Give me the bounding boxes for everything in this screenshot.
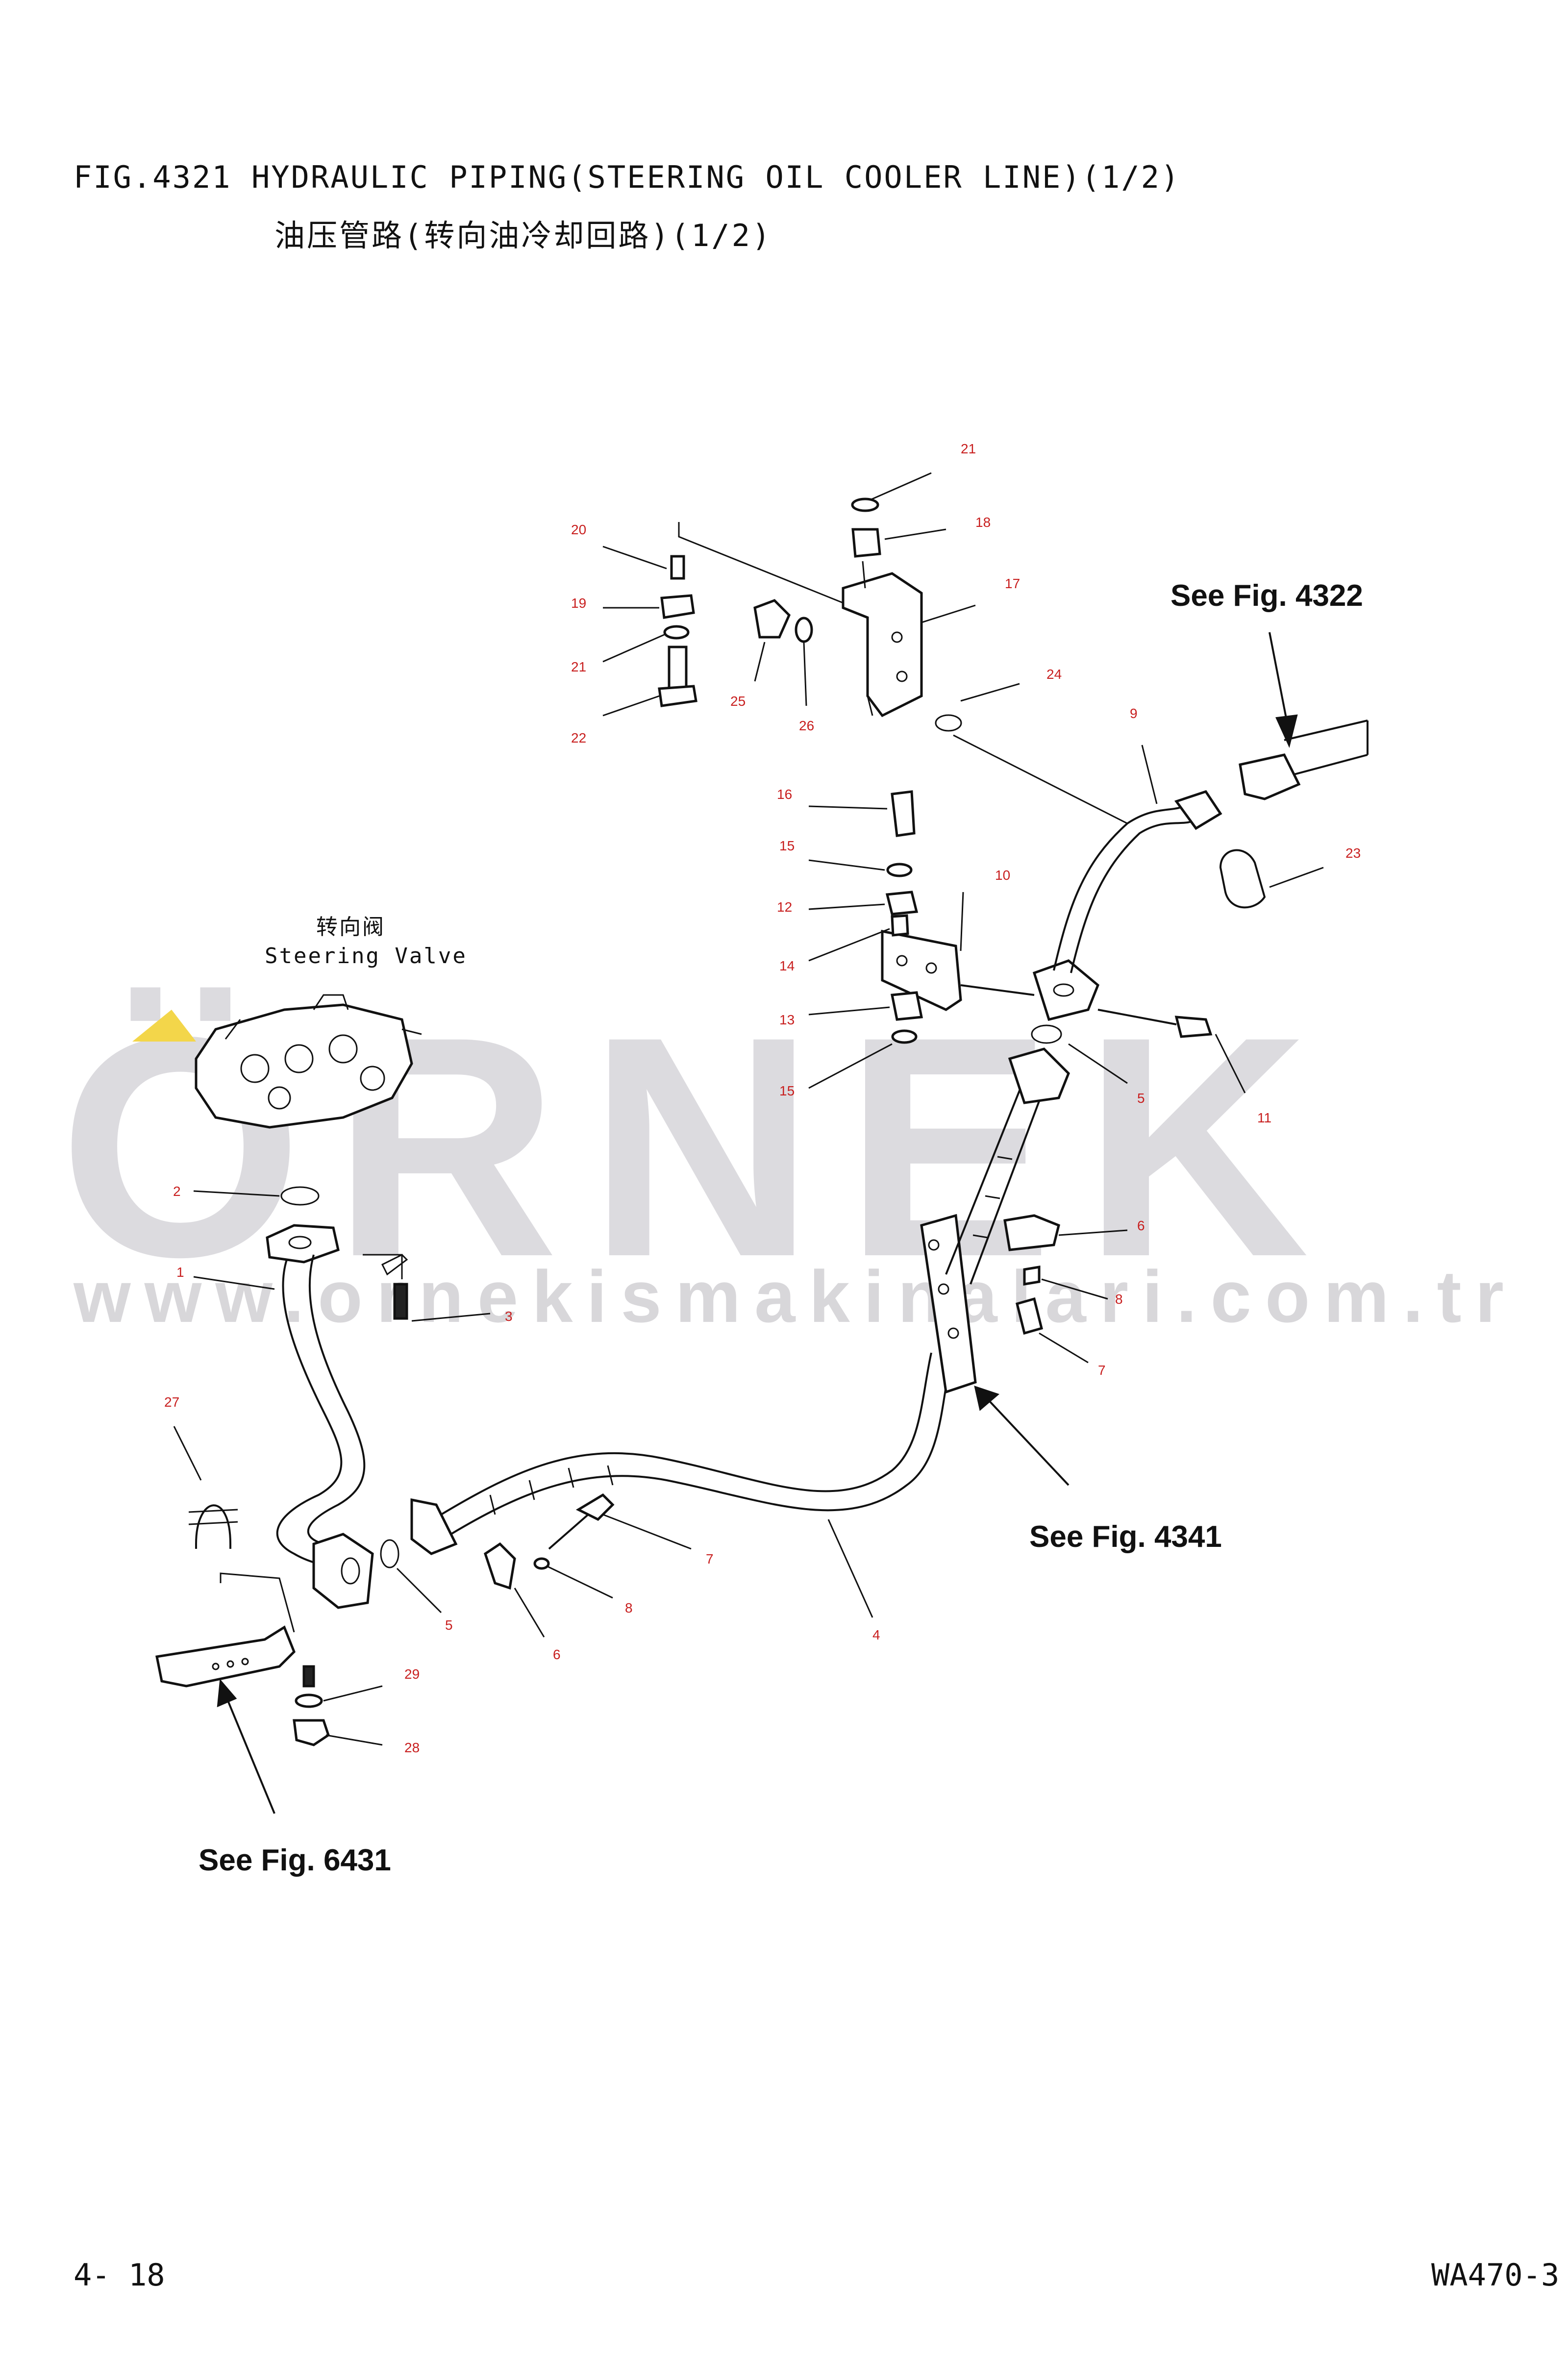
u-bolt-23 xyxy=(1219,849,1266,909)
nut-13 xyxy=(891,991,923,1021)
washer-15-upper xyxy=(886,863,913,877)
callout-21-top: 21 xyxy=(961,441,976,456)
page-number: 4- 18 xyxy=(74,2257,165,2293)
spacer-14 xyxy=(891,914,909,937)
reference-arrows xyxy=(217,632,1298,1814)
u-bolt-27 xyxy=(195,1504,231,1549)
callout-8-upper: 8 xyxy=(1115,1292,1123,1307)
spacer-20 xyxy=(670,555,685,580)
nut-12 xyxy=(885,891,919,916)
washer-29 xyxy=(295,1693,323,1708)
watermark-url: www.ornekismakinalari.com.tr xyxy=(74,1255,1518,1338)
flange-tube-1 xyxy=(266,1224,340,1264)
callout-26: 26 xyxy=(799,718,814,733)
callout-13: 13 xyxy=(779,1012,795,1027)
callout-numbers: 21 18 20 17 19 21 24 25 26 22 9 16 23 15… xyxy=(164,441,1361,1755)
machine-model: WA470-3 xyxy=(1431,2257,1560,2293)
bolt-11 xyxy=(1174,1016,1213,1038)
clamp-6-upper xyxy=(1003,1214,1060,1251)
callout-19: 19 xyxy=(571,596,586,611)
washer-21-left xyxy=(663,625,690,640)
figure-title-cn: 油压管路(转向油冷却回路)(1/2) xyxy=(274,218,772,253)
o-ring-5-lower xyxy=(380,1539,399,1568)
o-ring-24 xyxy=(935,714,962,732)
nut-28 xyxy=(293,1719,330,1746)
callout-12: 12 xyxy=(777,899,792,915)
figure-title-en: FIG.4321 HYDRAULIC PIPING(STEERING OIL C… xyxy=(74,159,1181,195)
steering-valve xyxy=(195,994,422,1129)
callout-25: 25 xyxy=(730,694,746,709)
o-ring-2 xyxy=(280,1186,320,1206)
nut-25 xyxy=(753,599,791,639)
see-fig-6431-link[interactable]: See Fig. 6431 xyxy=(199,1843,391,1877)
bolt-22 xyxy=(668,646,688,693)
hose-clip-bracket xyxy=(920,1214,977,1394)
bracket-lower-left xyxy=(155,1625,296,1688)
nut-19 xyxy=(660,594,695,619)
bolt-7-lower xyxy=(575,1493,615,1521)
callout-15-lower: 15 xyxy=(779,1083,795,1098)
clamp-6-lower xyxy=(484,1542,516,1590)
callout-6-lower: 6 xyxy=(553,1647,561,1662)
bolt-16 xyxy=(891,790,916,837)
callout-24: 24 xyxy=(1046,667,1062,682)
callout-3: 3 xyxy=(505,1309,513,1324)
washer-15-lower xyxy=(891,1029,918,1044)
tube-9-fitting xyxy=(1174,790,1222,830)
nut-18 xyxy=(851,528,881,558)
callout-7-lower: 7 xyxy=(706,1551,714,1566)
hose-end-flange xyxy=(410,1498,458,1555)
callout-4: 4 xyxy=(872,1627,880,1642)
elbow-flange xyxy=(312,1533,374,1609)
see-fig-4341-link[interactable]: See Fig. 4341 xyxy=(1029,1520,1222,1554)
callout-5-lower: 5 xyxy=(445,1617,453,1633)
callout-7-upper: 7 xyxy=(1098,1363,1106,1378)
watermark-accent-mark xyxy=(132,1010,196,1042)
callout-10: 10 xyxy=(995,868,1010,883)
leader-lines xyxy=(173,472,1324,1746)
hose-end-upper xyxy=(1008,1047,1070,1104)
washer-8-upper xyxy=(1023,1266,1041,1286)
callout-9: 9 xyxy=(1130,706,1138,721)
steering-valve-label-cn: 转向阀 xyxy=(316,915,385,940)
split-flange-block xyxy=(1032,959,1099,1021)
washer-21-upper xyxy=(851,497,879,512)
callout-8-lower: 8 xyxy=(625,1600,633,1615)
bracket-10 xyxy=(881,929,962,1011)
bolt-7-upper xyxy=(1015,1297,1044,1335)
see-fig-4322-link[interactable]: See Fig. 4322 xyxy=(1170,579,1363,613)
o-ring-5-upper xyxy=(1031,1024,1062,1044)
callout-28: 28 xyxy=(404,1740,420,1755)
callout-1: 1 xyxy=(176,1265,184,1280)
callout-2: 2 xyxy=(173,1184,181,1199)
callout-11: 11 xyxy=(1257,1110,1271,1125)
steering-valve-label-en: Steering Valve xyxy=(265,944,467,969)
connector-fig-4322 xyxy=(1239,753,1301,800)
bolt-3 xyxy=(393,1283,408,1320)
callout-20: 20 xyxy=(571,522,586,537)
callout-23: 23 xyxy=(1345,845,1361,861)
callout-21-left: 21 xyxy=(571,659,586,674)
washer-26 xyxy=(795,617,813,643)
callout-22: 22 xyxy=(571,730,586,746)
bracket-17 xyxy=(842,572,923,718)
callout-18: 18 xyxy=(975,515,991,530)
callout-14: 14 xyxy=(779,958,795,973)
callout-5-upper: 5 xyxy=(1137,1091,1145,1106)
callout-17: 17 xyxy=(1005,576,1020,591)
callout-6-upper: 6 xyxy=(1137,1218,1145,1233)
callout-15-upper: 15 xyxy=(779,838,795,853)
callout-16: 16 xyxy=(777,787,792,802)
callout-29: 29 xyxy=(404,1666,420,1682)
washer-8-lower xyxy=(533,1557,550,1570)
callout-27: 27 xyxy=(164,1394,179,1410)
